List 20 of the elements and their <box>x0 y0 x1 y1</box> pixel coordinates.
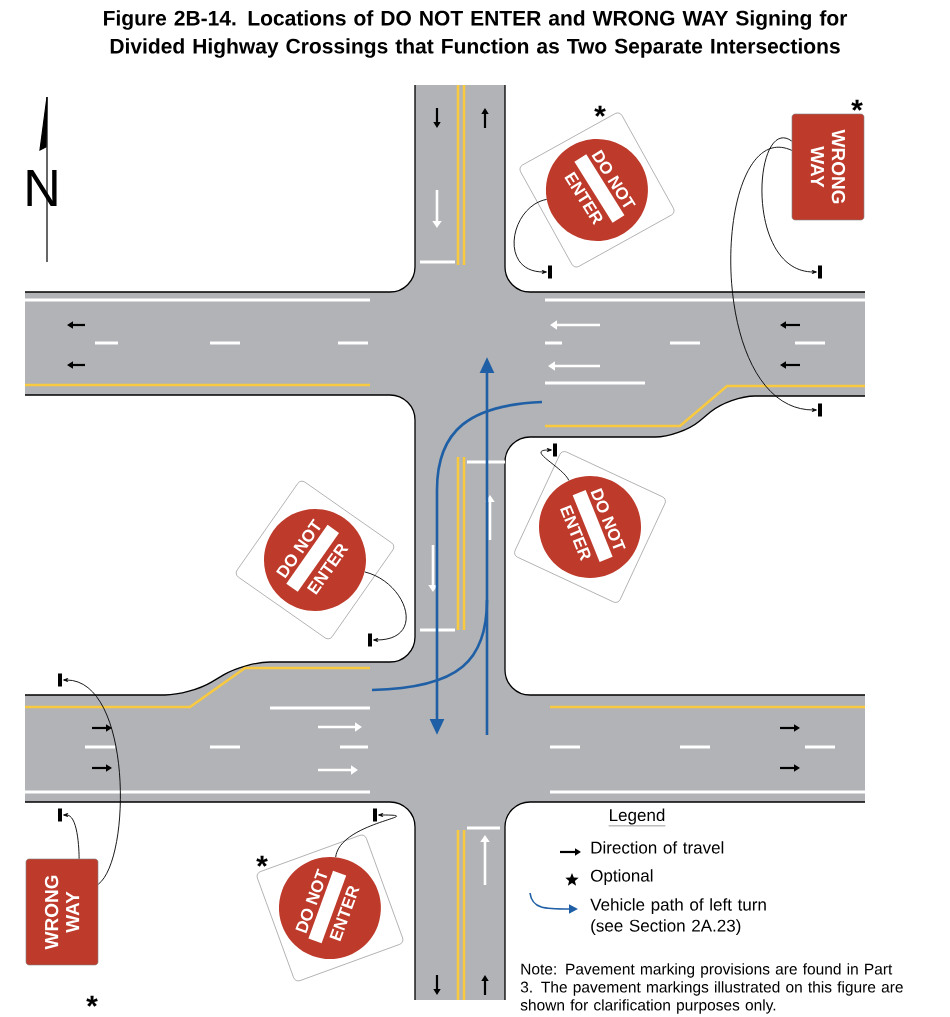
leader-line <box>335 813 397 858</box>
optional-asterisk: * <box>851 99 863 111</box>
leader-line <box>540 448 570 481</box>
leader-line <box>513 198 548 274</box>
leader-line <box>730 147 817 412</box>
note-text: Note: Pavement marking provisions are found in Part 3. The pavement markings illustrated on this figure are shown for clarification purposes only. <box>520 963 903 1014</box>
figure-title: Figure 2B-14. Locations of DO NOT ENTER and WRONG WAY Signing for Divided Highway Crossings that Function as Two Separate Intersections <box>104 10 848 58</box>
leader-line <box>63 678 121 885</box>
optional-asterisk: * <box>256 855 268 867</box>
optional-asterisk: * <box>594 105 606 117</box>
legend-heading: Legend <box>608 808 666 827</box>
legend-text: Optional <box>591 869 653 886</box>
legend-text: Vehicle path of left turn (see Section 2A.23) <box>590 898 766 935</box>
leader-line <box>63 813 80 860</box>
legend-text: Direction of travel <box>591 841 724 854</box>
optional-asterisk: * <box>86 995 98 1007</box>
wrong-way-sign: WRONG WAY <box>791 113 865 221</box>
leader-line <box>761 137 817 274</box>
leader-line <box>364 571 407 642</box>
wrong-way-sign: WRONG WAY <box>25 858 99 966</box>
